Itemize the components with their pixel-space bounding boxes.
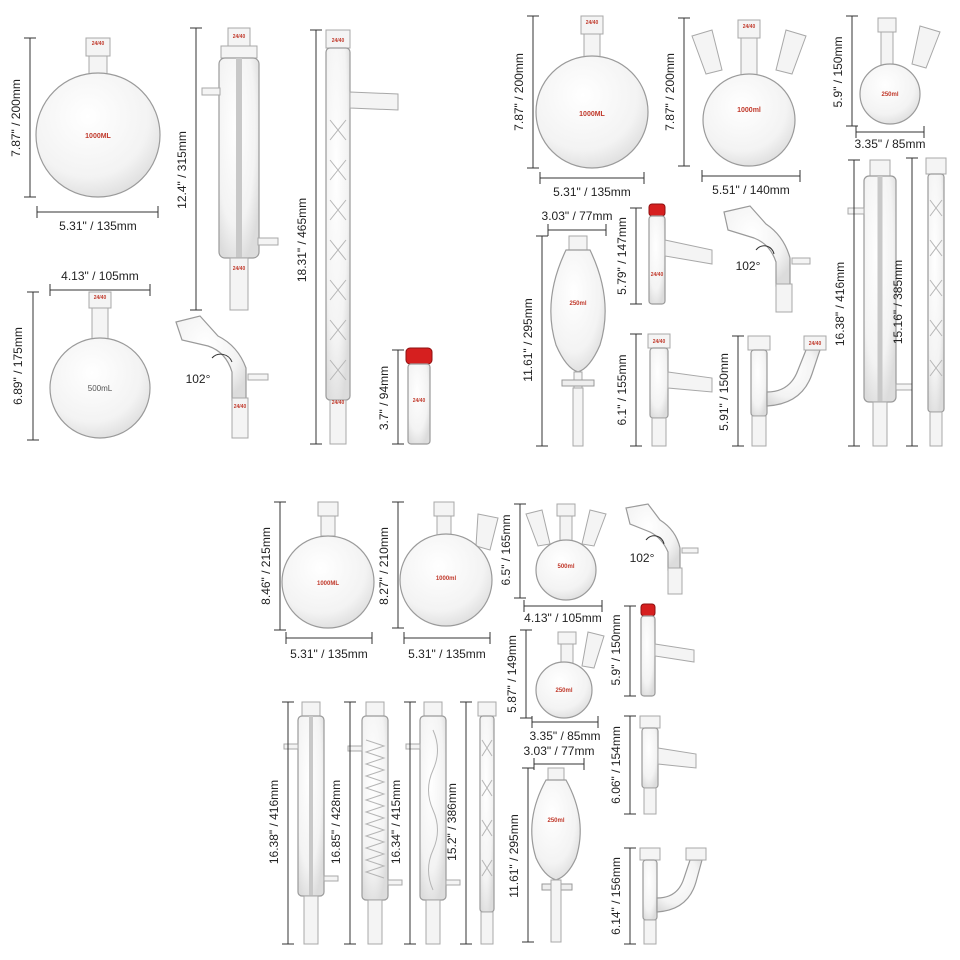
angle-label: 102°	[186, 372, 211, 386]
height-label: 16.38" / 416mm	[267, 780, 281, 864]
height-label: 5.87" / 149mm	[505, 635, 519, 713]
joint-label: 24/40	[92, 41, 105, 47]
svg-text:24/40: 24/40	[413, 398, 426, 404]
three-neck-flask-500: 500ml	[525, 503, 607, 601]
height-label: 7.87" / 200mm	[512, 53, 526, 131]
distillation-adapter-tee: 24/40	[647, 333, 713, 447]
allihn-condenser	[405, 701, 461, 945]
svg-text:24/40: 24/40	[234, 404, 247, 410]
claisen-adapter	[639, 847, 707, 945]
svg-text:24/40: 24/40	[332, 38, 345, 44]
claisen-adapter: 24/40	[747, 335, 827, 447]
svg-text:1000ml: 1000ml	[436, 576, 457, 582]
height-label: 8.46" / 215mm	[259, 527, 273, 605]
height-label: 18.31" / 465mm	[295, 198, 309, 282]
svg-text:250ml: 250ml	[569, 301, 586, 307]
svg-text:24/40: 24/40	[653, 339, 666, 345]
separatory-funnel-250: 250ml	[531, 767, 581, 943]
height-label: 11.61" / 295mm	[521, 298, 535, 381]
height-label: 5.79" / 147mm	[615, 217, 629, 295]
svg-text:24/40: 24/40	[651, 272, 664, 278]
two-neck-flask-250: 250ml	[535, 631, 605, 719]
height-label: 6.06" / 154mm	[609, 726, 623, 804]
vigreux-column	[477, 701, 497, 945]
flask-label: 500mL	[88, 384, 113, 393]
height-label: 5.9" / 150mm	[831, 37, 845, 108]
width-label: 5.31" / 135mm	[290, 647, 368, 661]
vigreux-column: 24/40 24/40	[325, 29, 399, 445]
separatory-funnel-250: 250ml	[550, 235, 606, 447]
svg-text:1000ML: 1000ML	[317, 581, 339, 587]
width-label: 4.13" / 105mm	[61, 269, 139, 283]
svg-text:24/40: 24/40	[809, 341, 822, 347]
round-bottom-flask-1000: 1000ML 24/40	[535, 15, 649, 169]
flask-label: 1000ML	[85, 133, 111, 140]
width-label: 4.13" / 105mm	[524, 611, 602, 625]
svg-text:500ml: 500ml	[557, 564, 574, 570]
width-label: 5.31" / 135mm	[59, 219, 137, 233]
graham-condenser	[347, 701, 403, 945]
bent-adapter-102	[723, 205, 811, 313]
height-label: 5.91" / 150mm	[717, 353, 731, 431]
height-label: 6.1" / 155mm	[615, 355, 629, 426]
svg-text:24/40: 24/40	[233, 34, 246, 40]
height-label: 8.27" / 210mm	[377, 527, 391, 605]
round-bottom-flask-1000: 1000ML	[281, 501, 375, 629]
round-bottom-flask-1000: 1000ML 24/40	[35, 37, 161, 198]
two-neck-flask-1000: 1000ml	[399, 501, 499, 627]
height-label: 5.9" / 150mm	[609, 615, 623, 686]
svg-text:24/40: 24/40	[233, 266, 246, 272]
height-label: 6.14" / 156mm	[609, 857, 623, 935]
distillation-adapter-tee	[639, 715, 697, 815]
height-label: 15.2" / 386mm	[445, 783, 459, 861]
svg-text:24/40: 24/40	[332, 400, 345, 406]
thermometer-adapter-with-cap: 24/40	[648, 203, 713, 305]
height-label: 15.16" / 385mm	[891, 260, 905, 344]
height-label: 7.87" / 200mm	[663, 53, 677, 131]
svg-text:250ml: 250ml	[547, 818, 564, 824]
width-label: 3.03" / 77mm	[524, 744, 595, 758]
height-label: 6.89" / 175mm	[11, 327, 25, 405]
height-label: 3.7" / 94mm	[377, 366, 391, 430]
height-label: 6.5" / 165mm	[499, 515, 513, 586]
height-label: 16.85" / 428mm	[329, 780, 343, 864]
width-label: 5.31" / 135mm	[408, 647, 486, 661]
svg-text:1000ml: 1000ml	[737, 107, 761, 114]
bent-adapter-102: 24/40	[175, 315, 269, 439]
two-neck-flask-250: 250ml	[859, 17, 941, 125]
svg-text:250ml: 250ml	[555, 688, 572, 694]
height-label: 11.61" / 295mm	[507, 814, 521, 897]
svg-text:102°: 102°	[630, 551, 655, 565]
vigreux-column	[925, 157, 947, 447]
width-label: 5.51" / 140mm	[712, 183, 790, 197]
liebig-condenser: 24/40 24/40	[201, 27, 279, 311]
height-label: 12.4" / 315mm	[175, 131, 189, 209]
svg-text:1000ML: 1000ML	[579, 111, 605, 118]
round-bottom-flask-500: 500mL 24/40	[49, 291, 151, 439]
height-label: 16.34" / 415mm	[389, 780, 403, 864]
width-label: 3.35" / 85mm	[530, 729, 601, 743]
three-neck-flask-1000: 1000ml 24/40	[691, 19, 807, 167]
liebig-condenser	[847, 159, 913, 447]
svg-text:250ml: 250ml	[881, 92, 898, 98]
svg-text:24/40: 24/40	[586, 20, 599, 26]
svg-text:102°: 102°	[736, 259, 761, 273]
svg-text:24/40: 24/40	[743, 24, 756, 30]
height-label: 16.38" / 416mm	[833, 262, 847, 346]
liebig-condenser	[283, 701, 339, 945]
glass-stopper-with-cap: 24/40	[405, 347, 433, 445]
svg-text:24/40: 24/40	[94, 295, 107, 301]
width-label: 3.35" / 85mm	[855, 137, 926, 151]
width-label: 5.31" / 135mm	[553, 185, 631, 199]
height-label: 7.87" / 200mm	[9, 79, 23, 157]
width-label: 3.03" / 77mm	[542, 209, 613, 223]
bent-adapter-102	[625, 503, 699, 595]
thermometer-adapter-with-cap	[640, 603, 695, 697]
